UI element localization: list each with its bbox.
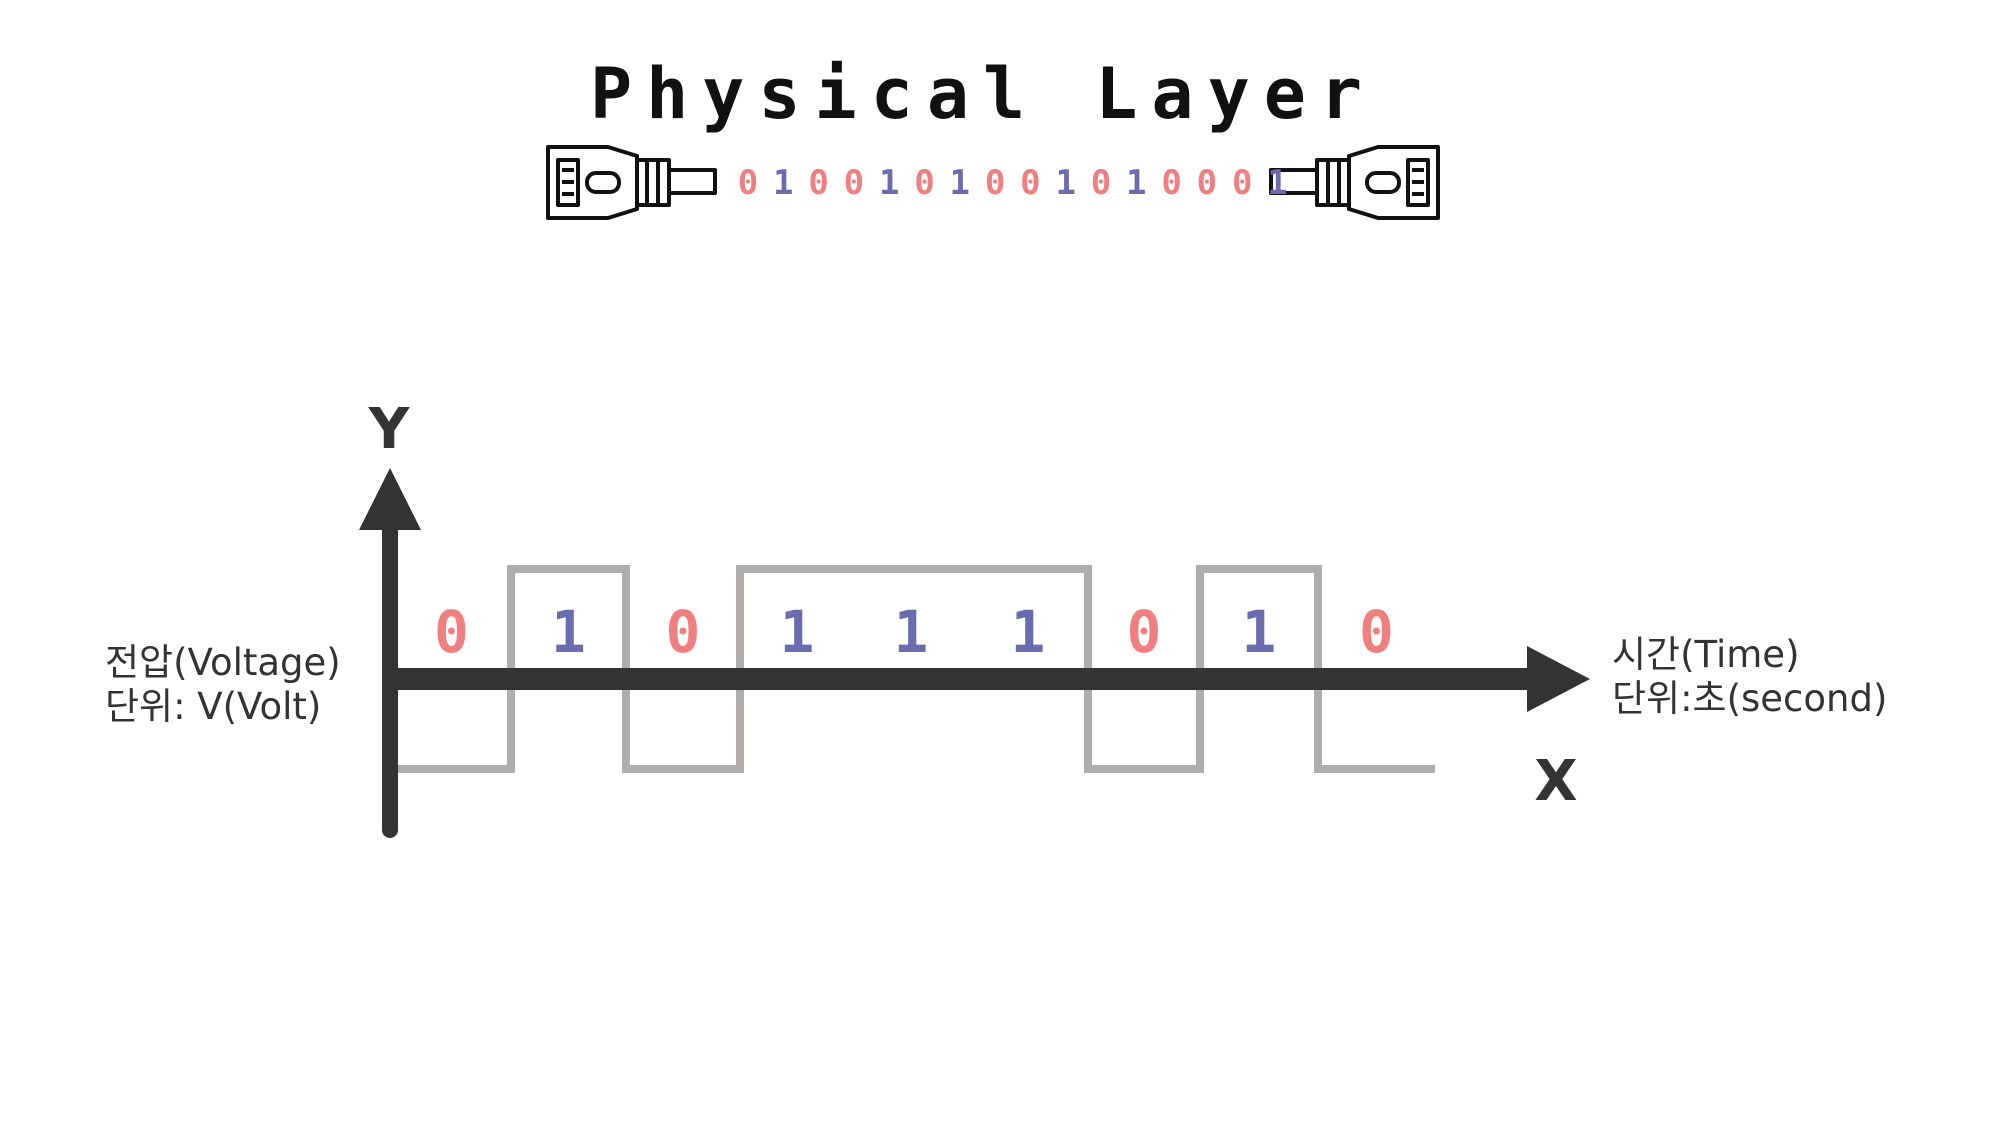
header-bit: 0 <box>1020 163 1040 203</box>
header-bit: 1 <box>1055 163 1075 203</box>
signal-bit-labels: 0 1 0 1 1 1 0 1 0 <box>434 598 1394 666</box>
signal-bit-label: 1 <box>551 598 586 666</box>
page-title: Physical Layer <box>590 53 1376 135</box>
x-axis-letter: X <box>1534 749 1577 814</box>
header-bit: 0 <box>844 163 864 203</box>
ethernet-plug-icon <box>546 145 717 220</box>
signal-bit-label: 1 <box>780 598 815 666</box>
header-bit: 1 <box>1126 163 1146 203</box>
signal-bit-label: 0 <box>434 598 469 666</box>
x-axis-label-line1: 시간(Time) <box>1612 633 1800 676</box>
signal-bit-label: 0 <box>1359 598 1394 666</box>
header-bit: 0 <box>1232 163 1252 203</box>
header-bit: 1 <box>773 163 793 203</box>
x-axis-label-line2: 단위:초(second) <box>1612 677 1887 720</box>
x-axis <box>392 646 1590 712</box>
y-axis-letter: Y <box>368 397 411 462</box>
ethernet-plug-icon <box>1269 145 1440 220</box>
y-axis-label-line1: 전압(Voltage) <box>105 641 341 684</box>
signal-bit-label: 1 <box>1242 598 1277 666</box>
header-bit: 0 <box>1161 163 1181 203</box>
signal-bit-label: 1 <box>894 598 929 666</box>
signal-waveform <box>392 565 1435 773</box>
signal-bit-label: 0 <box>1127 598 1162 666</box>
y-axis <box>359 468 421 838</box>
header-bit: 1 <box>879 163 899 203</box>
header-bit: 0 <box>1091 163 1111 203</box>
signal-bit-label: 1 <box>1011 598 1046 666</box>
header-bit: 0 <box>985 163 1005 203</box>
header-bit: 0 <box>808 163 828 203</box>
header-bit: 1 <box>950 163 970 203</box>
header-bit: 0 <box>914 163 934 203</box>
y-axis-label-line2: 단위: V(Volt) <box>105 685 321 728</box>
header-bit: 0 <box>1197 163 1217 203</box>
header-bit: 0 <box>738 163 758 203</box>
header-bit: 1 <box>1267 163 1287 203</box>
signal-bit-label: 0 <box>666 598 701 666</box>
